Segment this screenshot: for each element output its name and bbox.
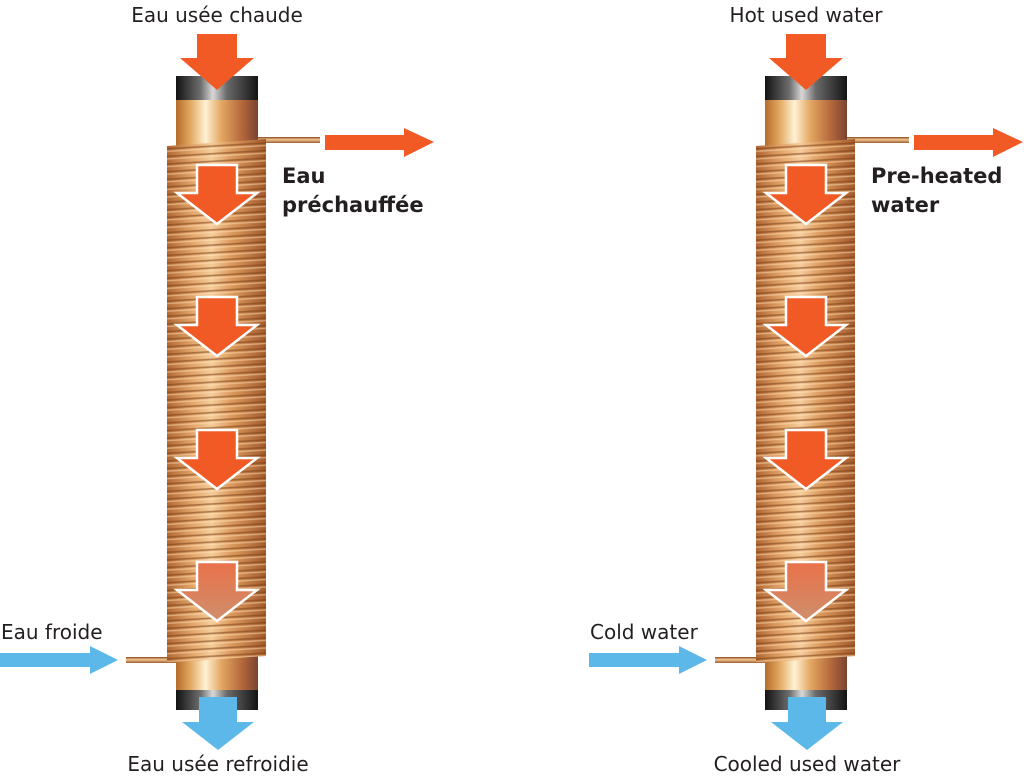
preheated-water-outlet-arrow — [914, 128, 1023, 157]
hot-flow-arrow — [762, 428, 850, 491]
upper-drain-pipe — [765, 100, 847, 148]
preheated-water-label-line2: water — [871, 193, 940, 217]
cooled-water-outlet-arrow — [771, 697, 843, 750]
cold-water-inlet-arrow — [589, 646, 707, 674]
upper-drain-pipe — [176, 100, 258, 148]
cold-water-label: Cold water — [590, 620, 699, 644]
copper-coil-windings — [167, 139, 266, 663]
cold-water-inlet-arrow — [0, 646, 118, 674]
hot-flow-arrow — [173, 163, 261, 226]
preheated-water-outlet-tube — [847, 137, 909, 143]
cooling-flow-arrow — [762, 560, 850, 623]
preheated-water-outlet-arrow — [325, 128, 434, 157]
cold-water-inlet-tube — [715, 657, 765, 663]
cold-water-label: Eau froide — [1, 620, 103, 644]
copper-coil-windings — [756, 139, 855, 663]
cooled-water-outlet-arrow — [182, 697, 254, 750]
hot-used-water-label: Eau usée chaude — [131, 3, 303, 27]
cold-water-inlet-tube — [126, 657, 176, 663]
hot-flow-arrow — [762, 295, 850, 358]
hot-water-inlet-arrow — [769, 34, 843, 90]
hot-used-water-label: Hot used water — [730, 3, 884, 27]
cooled-used-water-label: Eau usée refroidie — [127, 752, 308, 776]
hot-flow-arrow — [173, 295, 261, 358]
preheated-water-label-line2: préchauffée — [282, 193, 424, 217]
preheated-water-label-line1: Pre-heated — [871, 164, 1002, 188]
hot-flow-arrow — [173, 428, 261, 491]
preheated-water-outlet-tube — [258, 137, 320, 143]
hot-flow-arrow — [762, 163, 850, 226]
preheated-water-label-line1: Eau — [282, 164, 325, 188]
cooling-flow-arrow — [173, 560, 261, 623]
hot-water-inlet-arrow — [180, 34, 254, 90]
cooled-used-water-label: Cooled used water — [714, 752, 902, 776]
